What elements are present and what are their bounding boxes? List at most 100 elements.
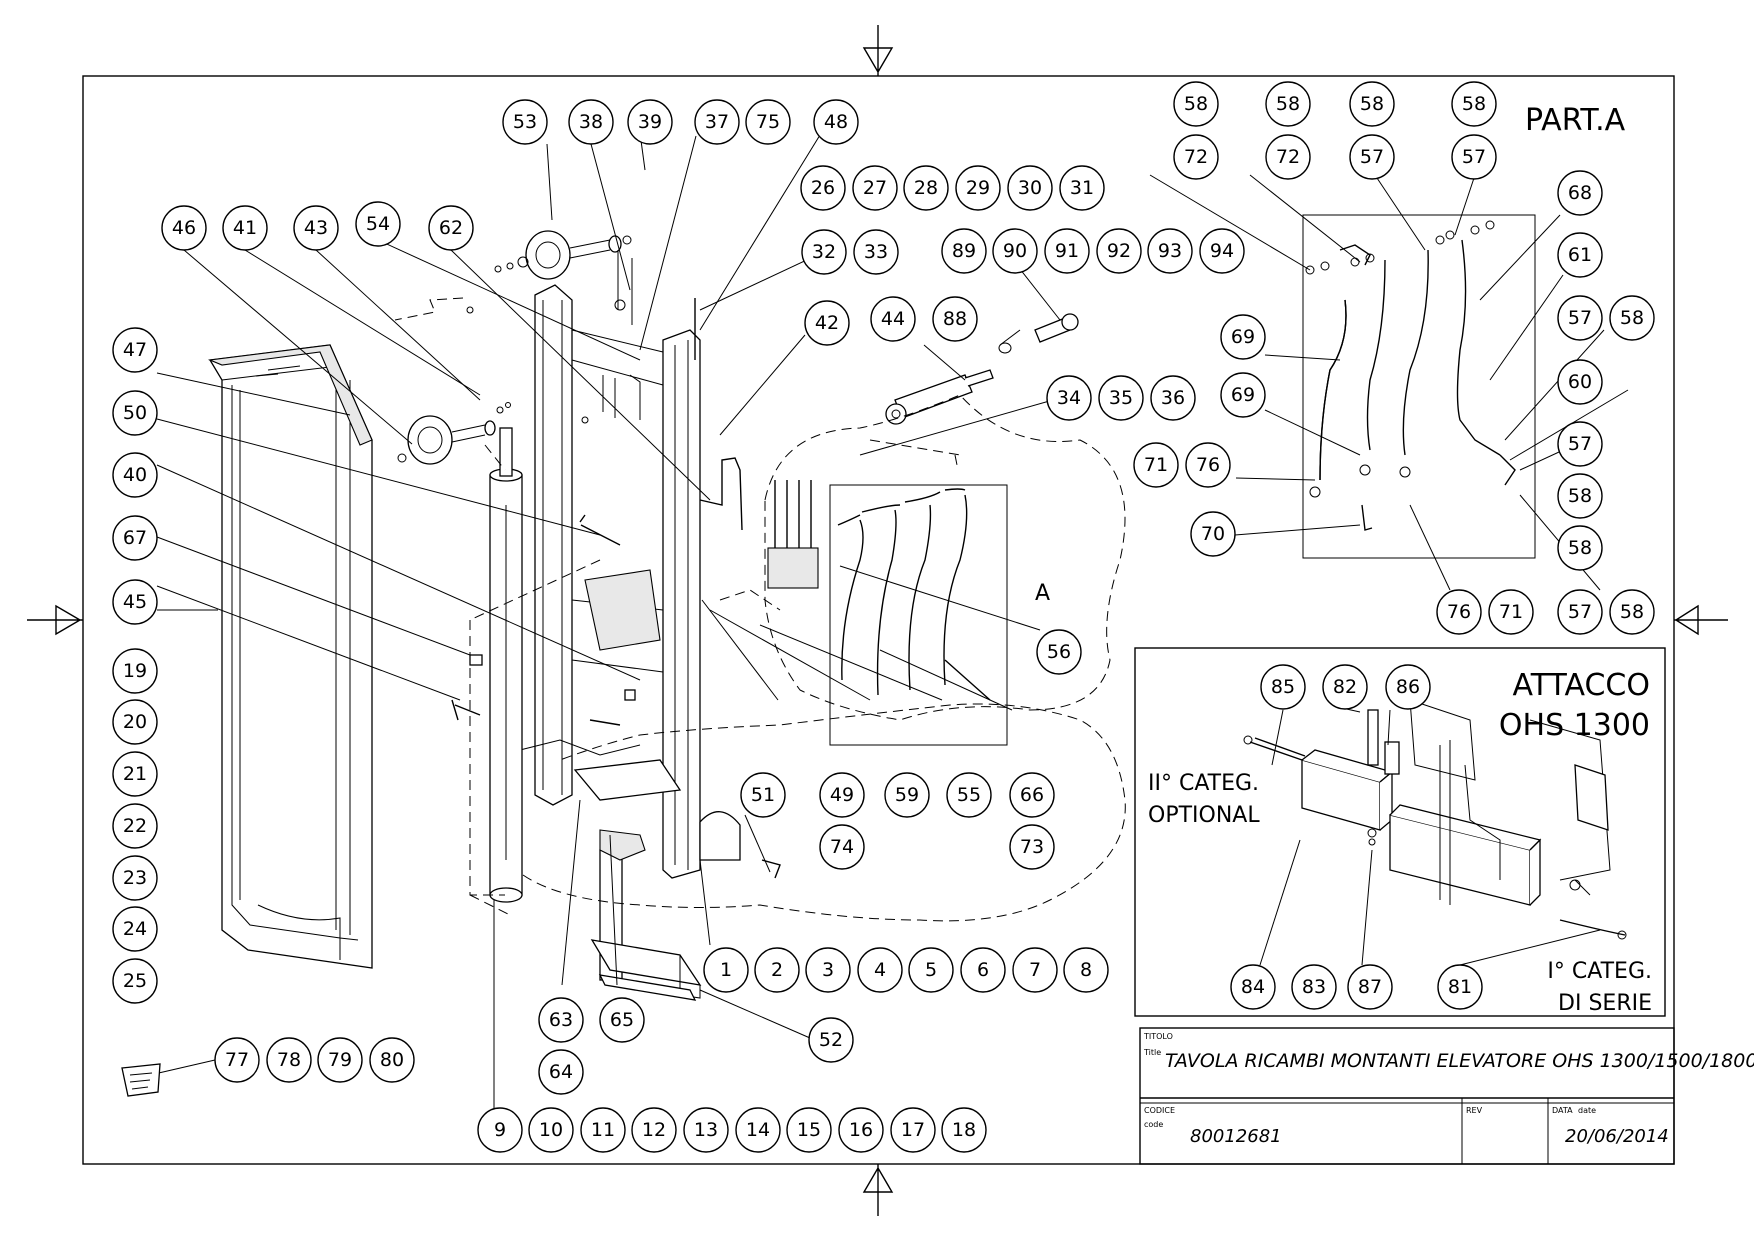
callout-3: 3 (822, 959, 834, 981)
callout-51: 51 (751, 784, 775, 806)
callout-6: 6 (977, 959, 989, 981)
callout-35: 35 (1109, 387, 1133, 409)
callout-23: 23 (123, 867, 147, 889)
callout-73: 73 (1020, 836, 1044, 858)
optional-line1: II° CATEG. (1148, 771, 1259, 796)
callout-54: 54 (366, 213, 390, 235)
callout-balloons: 53 38 39 37 75 48 26 27 28 29 30 31 32 3… (112, 81, 1655, 1153)
callout-1: 1 (720, 959, 732, 981)
part-a-region: PART.A (1302, 103, 1626, 559)
callout-19: 19 (123, 660, 147, 682)
optional-line2: OPTIONAL (1148, 803, 1260, 828)
callout-pa-69a: 69 (1231, 326, 1255, 348)
callout-53: 53 (513, 111, 537, 133)
callout-50: 50 (123, 402, 147, 424)
callout-14: 14 (746, 1119, 770, 1141)
drawing-code: 80012681 (1190, 1126, 1282, 1147)
drawing-title: TAVOLA RICAMBI MONTANTI ELEVATORE OHS 13… (1165, 1050, 1754, 1072)
callout-48: 48 (824, 111, 848, 133)
callout-21: 21 (123, 763, 147, 785)
detail-a-dashed-outline (764, 394, 1126, 721)
callout-15: 15 (797, 1119, 821, 1141)
callout-67: 67 (123, 527, 147, 549)
callout-49: 49 (830, 784, 854, 806)
rev-label: REV (1466, 1106, 1483, 1115)
attacco-box (1134, 647, 1666, 1017)
callout-28: 28 (914, 177, 938, 199)
callout-52: 52 (819, 1029, 843, 1051)
base-dashed-outline (522, 703, 1126, 922)
callout-77: 77 (225, 1049, 249, 1071)
callout-44: 44 (881, 308, 905, 330)
callout-9: 9 (494, 1119, 506, 1141)
hydraulic-cylinder (489, 427, 523, 903)
callout-74: 74 (830, 836, 854, 858)
callout-26: 26 (811, 177, 835, 199)
drawing-date: 20/06/2014 (1565, 1126, 1669, 1147)
callout-pa-57c: 57 (1568, 307, 1592, 329)
callout-at-85: 85 (1271, 676, 1295, 698)
callout-91: 91 (1055, 240, 1079, 262)
attacco-title-line1: ATTACCO (1513, 668, 1651, 703)
callout-pa-58h: 58 (1620, 601, 1644, 623)
callout-4: 4 (874, 959, 886, 981)
callout-pa-72a: 72 (1184, 146, 1208, 168)
sticker-set-icon (121, 1063, 161, 1097)
title-label-it: TITOLO (1144, 1032, 1173, 1041)
part-a-title: PART.A (1525, 103, 1626, 138)
attacco-assembly (1243, 699, 1627, 940)
callout-pa-71b: 71 (1499, 601, 1523, 623)
callout-pa-58c: 58 (1360, 93, 1384, 115)
callout-33: 33 (864, 241, 888, 263)
callout-32: 32 (812, 241, 836, 263)
callout-66: 66 (1020, 784, 1044, 806)
callout-56: 56 (1047, 641, 1071, 663)
callout-pa-61: 61 (1568, 244, 1592, 266)
callout-41: 41 (233, 217, 257, 239)
callout-34: 34 (1057, 387, 1081, 409)
callout-pa-58a: 58 (1184, 93, 1208, 115)
callout-25: 25 (123, 970, 147, 992)
callout-pa-58b: 58 (1276, 93, 1300, 115)
date-label-en: date (1578, 1106, 1597, 1115)
callout-64: 64 (549, 1061, 573, 1083)
callout-42: 42 (815, 312, 839, 334)
callout-13: 13 (694, 1119, 718, 1141)
callout-46: 46 (172, 217, 196, 239)
serie-line1: I° CATEG. (1547, 959, 1652, 984)
callout-7: 7 (1029, 959, 1041, 981)
centering-marks (27, 25, 1728, 1216)
callout-10: 10 (539, 1119, 563, 1141)
callout-37: 37 (705, 111, 729, 133)
callout-88: 88 (943, 308, 967, 330)
callout-pa-70: 70 (1201, 523, 1225, 545)
callout-pa-71a: 71 (1144, 454, 1168, 476)
detail-a-letter: A (1035, 581, 1050, 606)
callout-22: 22 (123, 815, 147, 837)
callout-pa-72b: 72 (1276, 146, 1300, 168)
callout-pa-57b: 57 (1462, 146, 1486, 168)
callout-pa-68: 68 (1568, 182, 1592, 204)
callout-pa-57d: 57 (1568, 433, 1592, 455)
serie-line2: DI SERIE (1558, 991, 1652, 1016)
callout-75: 75 (756, 111, 780, 133)
callout-2: 2 (771, 959, 783, 981)
callout-at-83: 83 (1302, 976, 1326, 998)
callout-pa-57a: 57 (1360, 146, 1384, 168)
front-guard-frame (207, 344, 373, 969)
callout-43: 43 (304, 217, 328, 239)
callout-16: 16 (849, 1119, 873, 1141)
callout-8: 8 (1080, 959, 1092, 981)
callout-79: 79 (328, 1049, 352, 1071)
callout-18: 18 (952, 1119, 976, 1141)
callout-36: 36 (1161, 387, 1185, 409)
callout-31: 31 (1070, 177, 1094, 199)
callout-at-84: 84 (1241, 976, 1265, 998)
title-block (1139, 1027, 1675, 1165)
lever (699, 457, 743, 531)
callout-at-81: 81 (1448, 976, 1472, 998)
date-label-it: DATA (1552, 1106, 1573, 1115)
callout-39: 39 (638, 111, 662, 133)
callout-78: 78 (277, 1049, 301, 1071)
